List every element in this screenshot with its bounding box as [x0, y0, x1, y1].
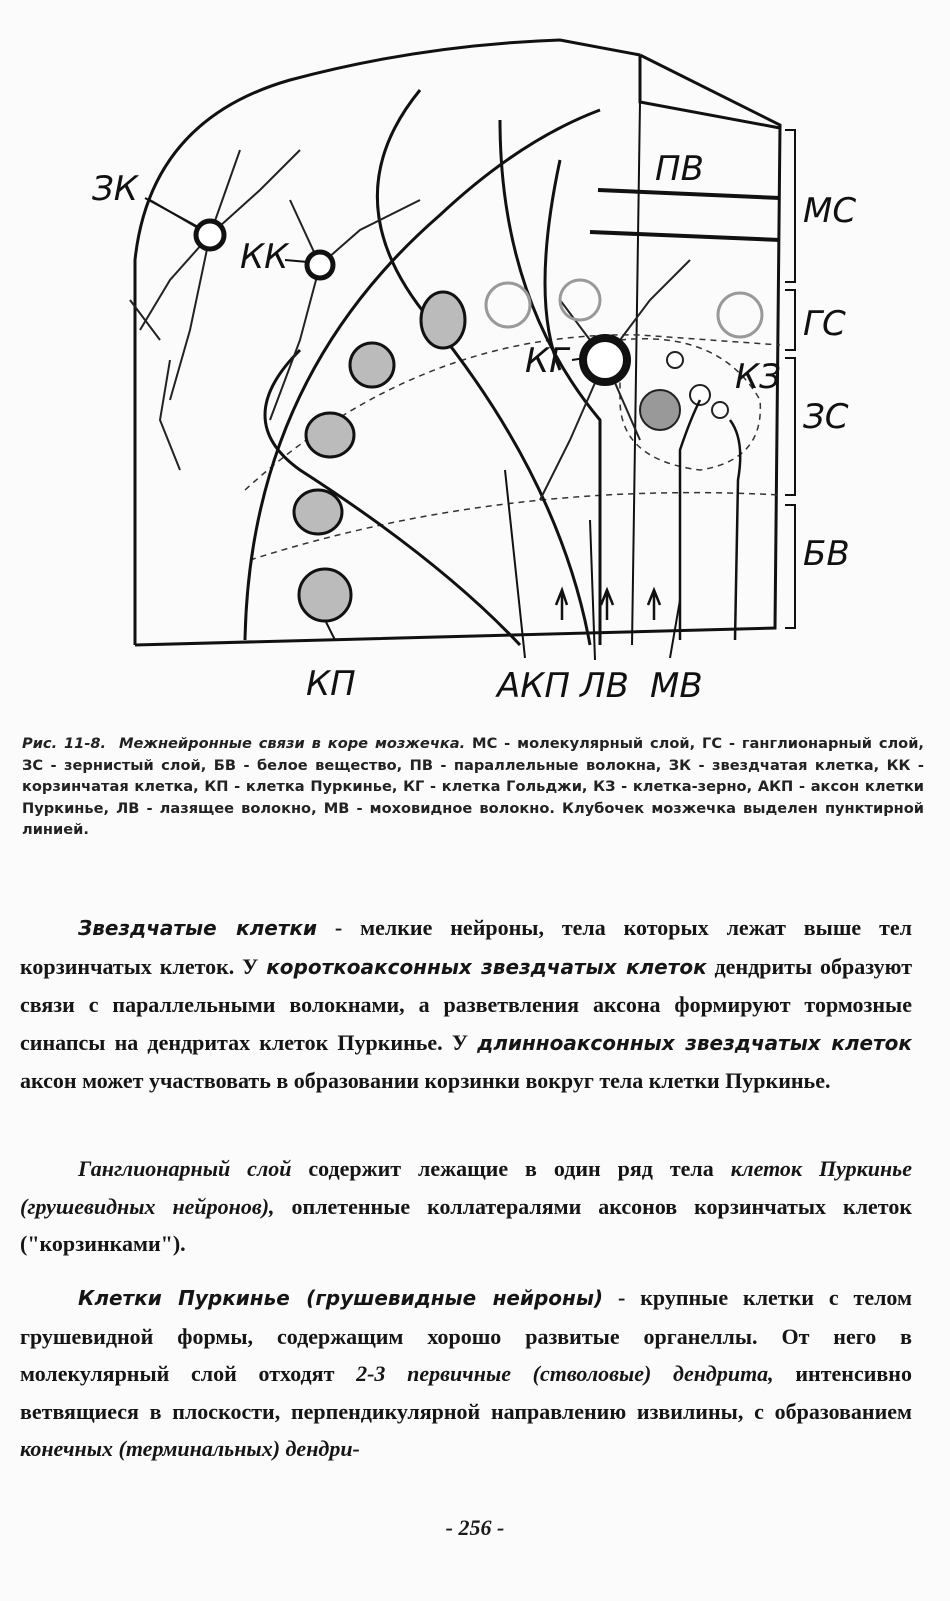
bracket-zs	[785, 358, 795, 495]
bracket-gs	[785, 290, 795, 350]
label-zk: ЗК	[92, 169, 140, 209]
golgi-cell	[583, 338, 627, 382]
bracket-bv	[785, 505, 795, 628]
label-mv: МВ	[650, 666, 703, 706]
term-stellate-cells: Звездчатые клетки	[78, 916, 317, 940]
term-primary-dendrites: 2-3 первичные (стволовые) дендрита,	[356, 1361, 774, 1386]
basket-cell	[307, 252, 333, 278]
term-long-axon-stellate: длинноаксонных звездчатых клеток	[477, 1031, 912, 1055]
label-kp: КП	[306, 664, 356, 704]
caption-label: Рис. 11-8.	[22, 735, 106, 752]
neuron-connections-diagram: ЗК КК ПВ МС ГС КГ КЗ ЗС БВ КП АКП ЛВ МВ	[0, 0, 950, 720]
term-purkinje-pear: Клетки Пуркинье (грушевидные нейроны)	[78, 1286, 603, 1310]
paragraph-ganglionic-layer: Ганглионарный слой содержит лежащие в од…	[20, 1150, 912, 1263]
label-bv: БВ	[803, 534, 850, 574]
caption-title: Межнейронные связи в коре мозжечка.	[119, 735, 465, 752]
bracket-ms	[785, 130, 795, 282]
paragraph1-text3: аксон может участвовать в образовании ко…	[20, 1068, 830, 1093]
purkinje-cell-1	[421, 292, 465, 348]
label-kz: КЗ	[735, 357, 781, 397]
label-zs: ЗС	[803, 397, 849, 437]
term-ganglionic-layer: Ганглионарный слой	[78, 1156, 291, 1181]
figure-caption: Рис. 11-8. Межнейронные связи в коре моз…	[22, 733, 924, 841]
term-terminal-dendrites: конечных (терминальных) дендри-	[20, 1436, 360, 1461]
cerebellum-cortex-figure: ЗК КК ПВ МС ГС КГ КЗ ЗС БВ КП АКП ЛВ МВ	[0, 0, 950, 720]
label-ms: МС	[803, 191, 856, 231]
paragraph-stellate-cells: Звездчатые клетки - мелкие нейроны, тела…	[20, 909, 912, 1100]
label-kg: КГ	[525, 341, 571, 381]
term-short-axon-stellate: короткоаксонных звездчатых клеток	[266, 955, 706, 979]
block-outline-right	[135, 55, 780, 645]
label-gs: ГС	[803, 304, 846, 344]
label-lv: ЛВ	[578, 666, 629, 706]
label-pv: ПВ	[655, 149, 704, 189]
paragraph2-text1: содержит лежащие в один ряд тела	[291, 1156, 730, 1181]
page-number: - 256 -	[0, 1515, 950, 1541]
label-akp: АКП	[495, 666, 570, 706]
purkinje-cell-kp	[299, 569, 351, 621]
stellate-cell	[196, 221, 224, 249]
label-kk: КК	[240, 237, 290, 277]
paragraph-purkinje-cells: Клетки Пуркинье (грушевидные нейроны) - …	[20, 1279, 912, 1468]
